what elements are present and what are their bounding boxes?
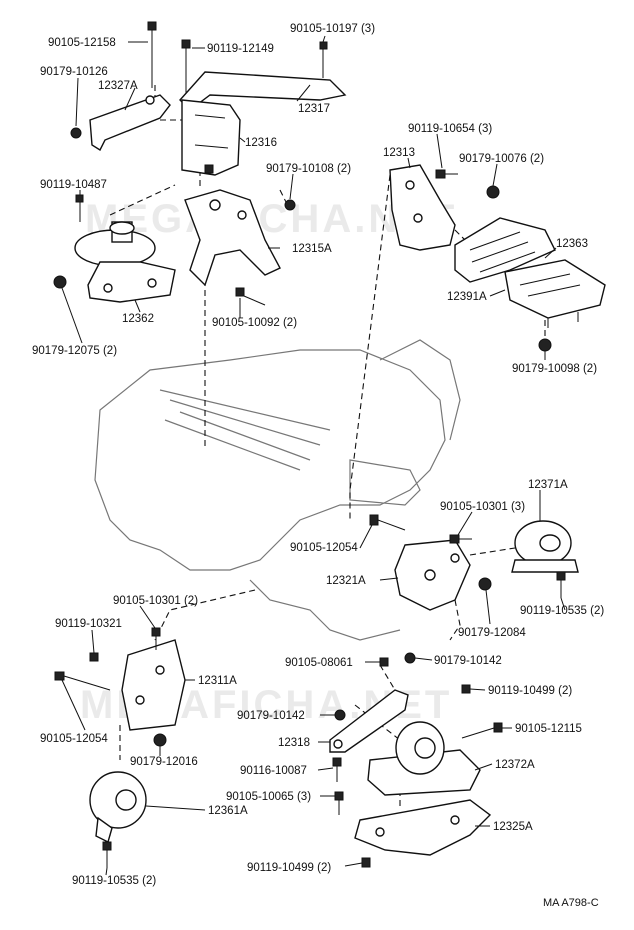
part-12316 [181,99,241,176]
label-12361A: 12361A [208,805,248,817]
bolt-90119-10654 [435,169,458,179]
part-12315A [184,164,281,287]
label-90105-12115: 90105-12115 [515,723,582,735]
label-90119-12149: 90119-12149 [207,43,274,55]
label-12313: 12313 [383,147,415,159]
bolt-90105-10065 [334,791,344,815]
bolt-90105-10301-3 [449,534,472,544]
part-12327A [89,94,171,152]
part-12361A [89,771,147,844]
part-12311A [121,639,186,731]
part-12321A [394,539,471,611]
label-90116-10087: 90116-10087 [240,765,307,777]
part-12391A [454,217,556,283]
label-90105-10065: 90105-10065 (3) [226,791,311,803]
bolt-90119-10321 [89,652,99,662]
label-12317: 12317 [298,103,330,115]
label-90119-10654: 90119-10654 (3) [408,123,492,135]
bolt-90116-10087 [332,757,342,782]
label-90105-12054-lower: 90105-12054 [40,733,108,745]
label-12363: 12363 [556,238,588,250]
bolt-90119-10499-right [461,684,471,694]
label-90179-10076: 90179-10076 (2) [459,153,544,165]
label-90119-10499-lower: 90119-10499 (2) [247,862,331,874]
label-90119-10321: 90119-10321 [55,618,122,630]
bolt-90105-12158 [147,21,157,88]
nut-90179-10126 [70,127,82,139]
label-12321A: 12321A [326,575,366,587]
label-90119-10487: 90119-10487 [40,179,107,191]
label-90179-10098: 90179-10098 (2) [512,363,597,375]
part-12318 [329,689,409,753]
bolt-90105-12115 [461,722,503,739]
label-12318: 12318 [278,737,310,749]
part-12362 [74,194,176,303]
drawing-code: MA A798-C [543,897,599,909]
bolt-90105-10092 [235,287,266,306]
label-90179-12084: 90179-12084 [458,627,526,639]
label-12362: 12362 [122,313,154,325]
label-90105-10197: 90105-10197 (3) [290,23,375,35]
bolt-90119-10535-right [556,571,566,598]
label-90179-12075: 90179-12075 (2) [32,345,117,357]
label-90105-10092: 90105-10092 (2) [212,317,297,329]
part-12313 [389,164,458,251]
nut-90179-10098 [538,338,552,352]
label-90119-10535-right: 90119-10535 (2) [520,605,604,617]
nut-90179-10142-lower [334,709,346,721]
nut-90179-10108 [284,199,296,211]
bolt-90119-12149 [181,39,191,95]
label-12315A: 12315A [292,243,332,255]
label-90105-10301-2: 90105-10301 (2) [113,595,198,607]
nut-90179-12075 [53,275,67,289]
label-12371A: 12371A [528,479,568,491]
bolt-90105-12054-lower [54,671,111,691]
nut-90179-10076 [486,185,500,199]
label-90179-12016: 90179-12016 [130,756,198,768]
bolt-90105-12054-upper [369,514,406,531]
label-90105-12158: 90105-12158 [48,37,116,49]
part-12363 [504,259,606,328]
bolt-90105-08061 [379,657,389,667]
label-90179-10142-lower: 90179-10142 [237,710,305,722]
nut-90179-10142-upper [404,652,416,664]
nut-90179-12084 [478,577,492,591]
label-12391A: 12391A [447,291,487,303]
part-12372A [367,721,481,796]
label-90105-10301-3: 90105-10301 (3) [440,501,525,513]
label-90119-10535-left: 90119-10535 (2) [72,875,156,887]
label-90105-08061: 90105-08061 [285,657,353,669]
part-12371A [511,520,579,573]
label-12311A: 12311A [198,675,237,687]
leader-lines [61,35,566,876]
label-90179-10108: 90179-10108 (2) [266,163,351,175]
bolt-90119-10499-lower [361,857,371,868]
label-90179-10142-upper: 90179-10142 [434,655,502,667]
bolt-90105-10301-2 [151,627,161,650]
part-12325A [354,799,492,856]
label-12327A: 12327A [98,80,138,92]
bolt-90119-10535-left [102,841,112,868]
engine-block-outline [94,339,461,641]
label-90105-12054-upper: 90105-12054 [290,542,358,554]
label-12372A: 12372A [495,759,535,771]
label-12316: 12316 [245,137,277,149]
nut-90179-12016 [153,733,167,747]
part-labels: 90105-12158 90119-12149 90105-10197 (3) … [32,23,604,887]
label-90179-10126: 90179-10126 [40,66,108,78]
label-90119-10499-right: 90119-10499 (2) [488,685,572,697]
label-12325A: 12325A [493,821,533,833]
